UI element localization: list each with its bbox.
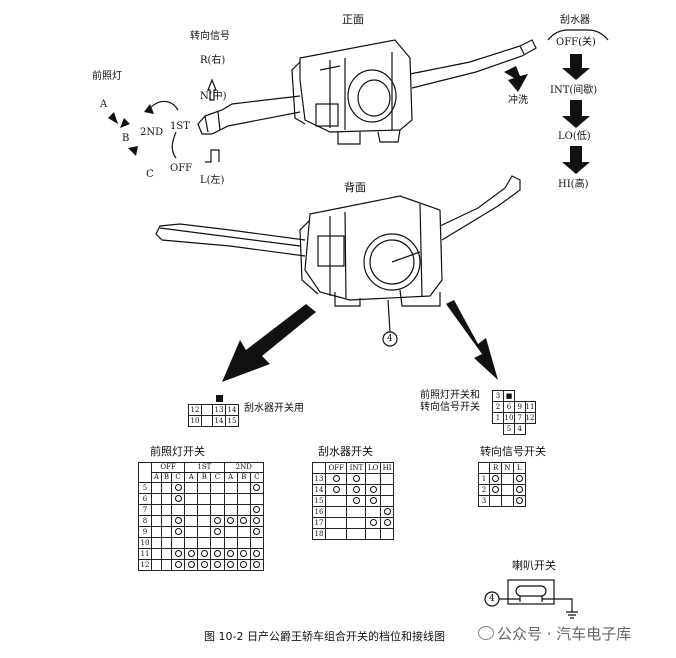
headlight-table-title: 前照灯开关 xyxy=(150,445,205,458)
callout-4: 4 xyxy=(387,334,393,344)
pos-b-label: B xyxy=(122,133,130,144)
wiper-off-label: OFF(关) xyxy=(556,37,596,48)
wiper-label: 刮水器 xyxy=(560,15,590,26)
wiper-int-label: INT(间歇) xyxy=(550,85,598,96)
pos-a-label: A xyxy=(100,99,108,110)
headlight-label: 前照灯 xyxy=(92,71,122,82)
turn-l-label: L(左) xyxy=(200,175,225,186)
front-view-label: 正面 xyxy=(342,13,364,26)
back-view-label: 背面 xyxy=(344,181,366,194)
turn-n-label: N(中) xyxy=(200,91,227,102)
wiper-table-title: 刮水器开关 xyxy=(318,445,373,458)
wiper-connector: 12 13 14 10 14 15 xyxy=(188,394,239,427)
turn-signal-switch-table: R N L 1 2 3 xyxy=(478,462,527,507)
turn-signal-label: 转向信号 xyxy=(190,31,230,42)
horn-switch-label: 喇叭开关 xyxy=(512,559,556,572)
pos-c-label: C xyxy=(146,169,154,180)
back-switch-assembly xyxy=(155,175,521,307)
headlight-turn-connector: 3 ■ 2 6 9 11 1 10 7 12 5 4 xyxy=(492,390,536,435)
wiper-lo-label: LO(低) xyxy=(558,131,591,142)
headlight-turn-use-label: 前照灯开关和 转向信号开关 xyxy=(420,390,480,413)
wiper-switch-use-label: 刮水器开关用 xyxy=(244,403,304,414)
horn-callout-4: 4 xyxy=(489,594,495,604)
wechat-icon xyxy=(478,626,494,640)
turn-r-label: R(右) xyxy=(200,55,226,66)
headlight-switch-table: OFF 1ST 2ND A B C A B C A B C 5 6 7 8 9 … xyxy=(138,462,265,571)
wiper-switch-table: OFF INT LO HI 13 14 15 16 17 18 xyxy=(312,462,394,540)
pos-off-label: OFF xyxy=(170,163,193,174)
arrow-to-right-connector xyxy=(446,300,498,380)
front-switch-assembly xyxy=(197,39,537,145)
figure-caption: 图 10-2 日产公爵王轿车组合开关的档位和接线图 xyxy=(204,630,445,643)
pos-2nd-label: 2ND xyxy=(140,127,164,138)
arrow-to-left-connector xyxy=(222,304,316,382)
pos-1st-label: 1ST xyxy=(170,121,190,132)
wiper-hi-label: HI(高) xyxy=(558,179,589,190)
watermark: 公众号 · 汽车电子库 xyxy=(478,623,631,644)
washer-label: 冲洗 xyxy=(508,95,528,106)
turn-table-title: 转向信号开关 xyxy=(480,445,546,458)
